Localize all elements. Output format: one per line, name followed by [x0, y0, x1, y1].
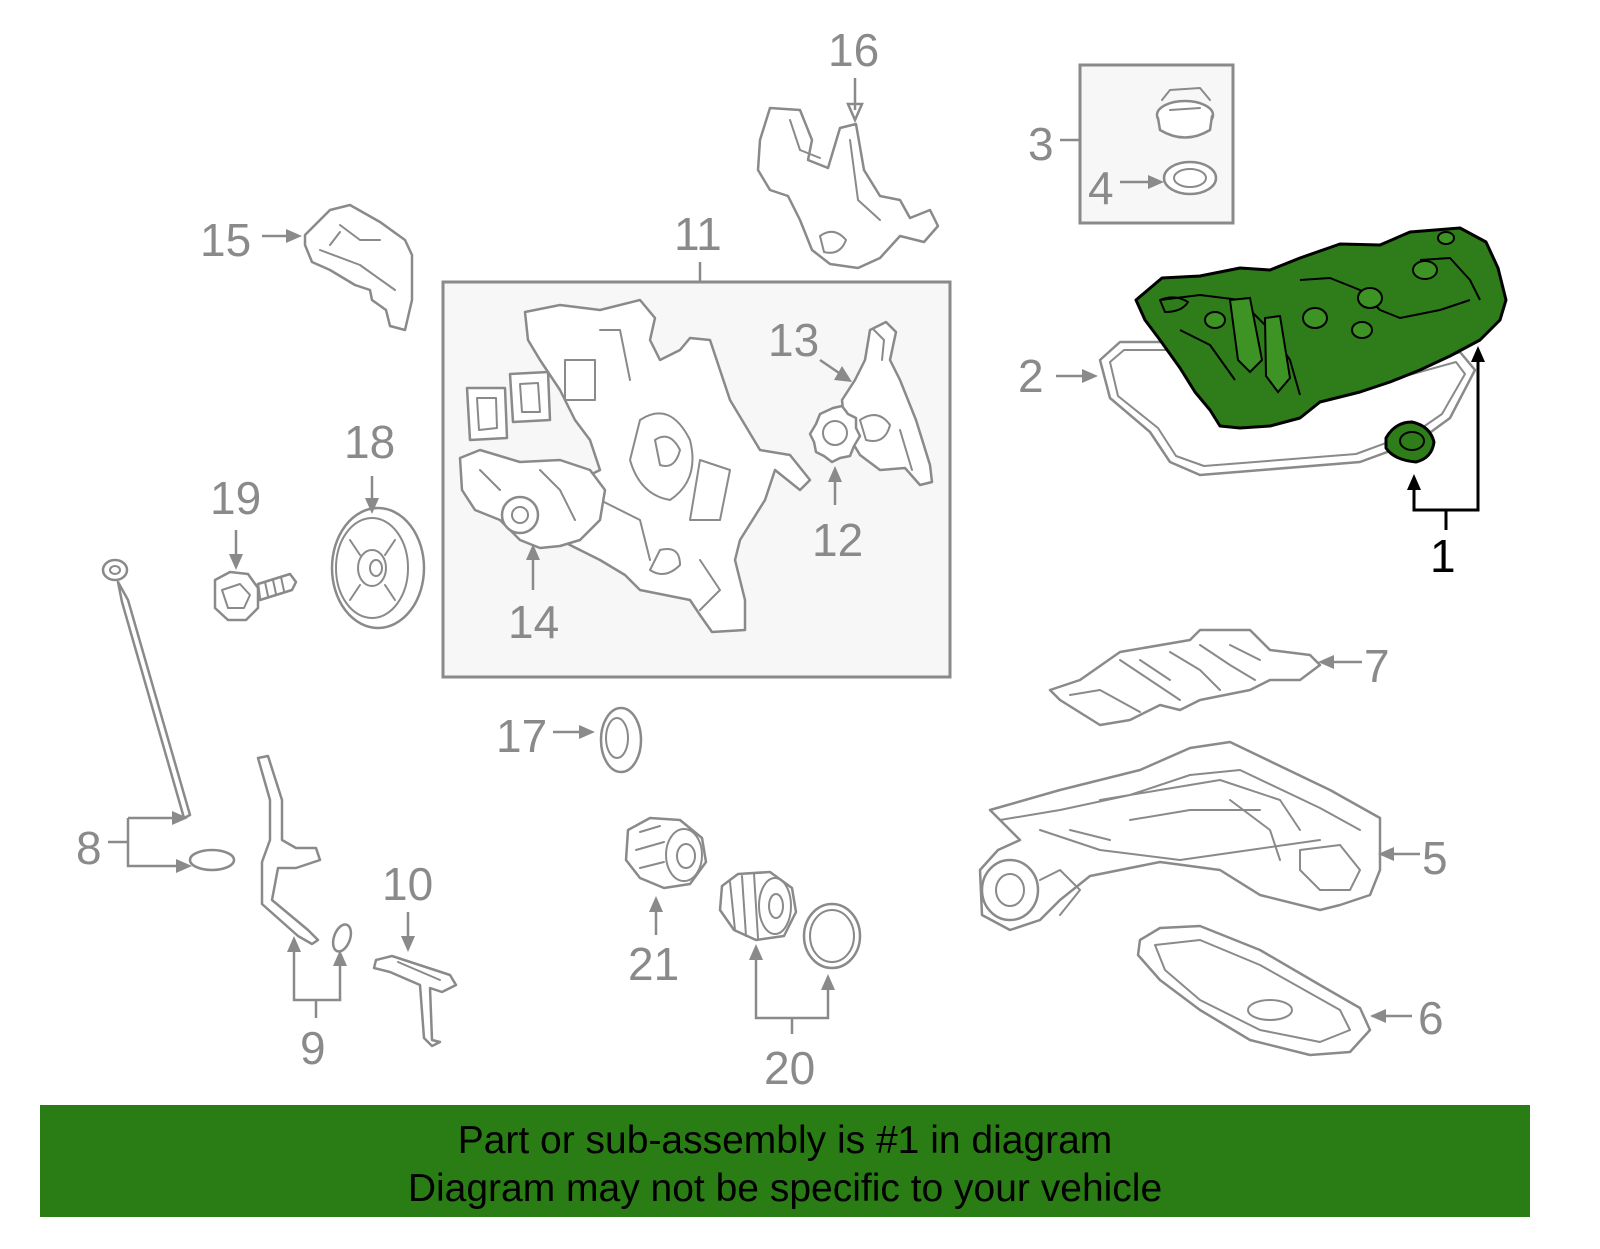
- callout-1: 1: [1430, 530, 1456, 582]
- part-18[interactable]: [330, 506, 426, 630]
- banner-line-2: Diagram may not be specific to your vehi…: [407, 1167, 1163, 1210]
- callout-6: 6: [1418, 992, 1444, 1044]
- part-7[interactable]: [1048, 628, 1322, 727]
- callout-3: 3: [1028, 118, 1054, 170]
- callout-5: 5: [1422, 832, 1448, 884]
- callout-2: 2: [1018, 350, 1044, 402]
- part-15[interactable]: [303, 203, 414, 332]
- part-17[interactable]: [599, 706, 643, 774]
- callout-18: 18: [344, 416, 395, 468]
- part-19[interactable]: [213, 570, 298, 622]
- part-10[interactable]: [372, 954, 458, 1048]
- callout-7: 7: [1364, 640, 1390, 692]
- callout-13: 13: [768, 314, 819, 366]
- part-8[interactable]: [101, 558, 236, 872]
- part-6[interactable]: [1136, 924, 1372, 1057]
- callout-9: 9: [300, 1022, 326, 1074]
- callout-21: 21: [628, 938, 679, 990]
- callout-12: 12: [812, 514, 863, 566]
- info-banner: Part or sub-assembly is #1 in diagram Di…: [40, 1105, 1530, 1217]
- part-16[interactable]: [756, 106, 940, 270]
- part-3[interactable]: [1155, 87, 1215, 139]
- part-13[interactable]: [840, 320, 934, 487]
- part-11[interactable]: [458, 298, 812, 634]
- callout-11: 11: [674, 208, 722, 260]
- part-5[interactable]: [978, 740, 1382, 932]
- callout-8: 8: [76, 822, 102, 874]
- part-21[interactable]: [624, 816, 708, 890]
- callout-16: 16: [828, 24, 879, 76]
- part-1-valve-cover[interactable]: [1134, 226, 1508, 430]
- part-1-seal[interactable]: [1384, 420, 1436, 464]
- callout-17: 17: [496, 710, 547, 762]
- part-4[interactable]: [1162, 160, 1218, 196]
- part-12[interactable]: [808, 404, 862, 464]
- callout-15: 15: [200, 214, 251, 266]
- callout-10: 10: [382, 858, 433, 910]
- part-9[interactable]: [256, 754, 354, 954]
- callout-20: 20: [764, 1042, 815, 1094]
- callout-19: 19: [210, 472, 261, 524]
- banner-line-1: Part or sub-assembly is #1 in diagram: [457, 1119, 1113, 1162]
- box-3: [1078, 63, 1235, 225]
- callout-4: 4: [1088, 162, 1114, 214]
- part-20[interactable]: [718, 870, 862, 970]
- callout-14: 14: [508, 596, 559, 648]
